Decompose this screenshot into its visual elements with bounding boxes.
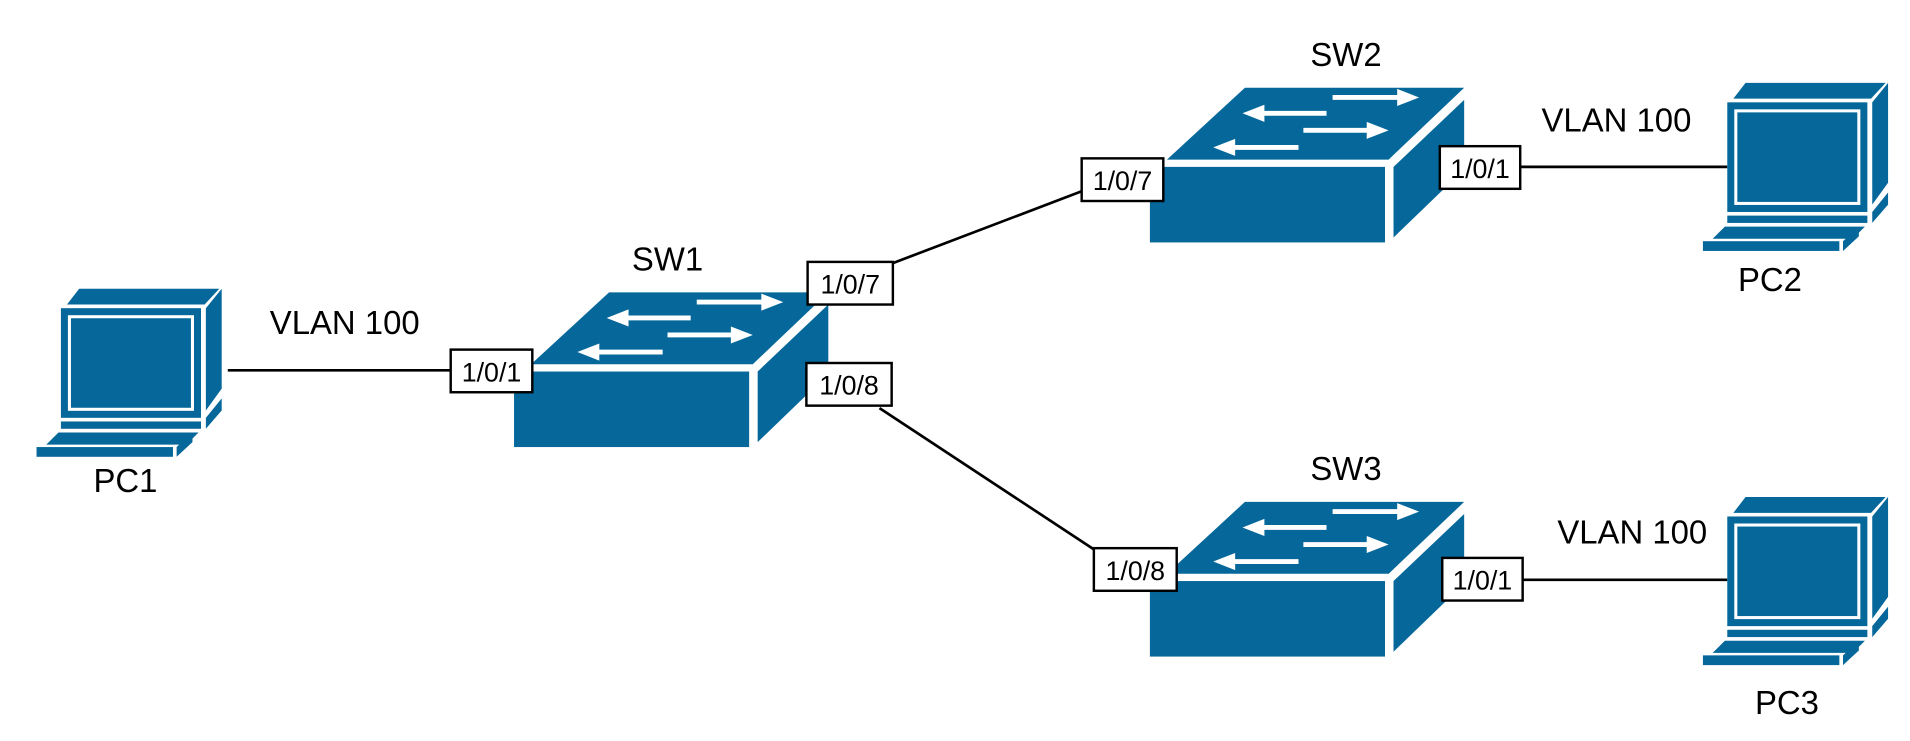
monitor-side xyxy=(1872,82,1889,205)
pc2-label: PC2 xyxy=(1738,261,1802,298)
switch-arrow-head xyxy=(1213,553,1236,571)
switch-front-face xyxy=(1149,581,1385,657)
link-sw1-sw2 xyxy=(892,190,1083,265)
port-text: 1/0/7 xyxy=(820,270,880,300)
monitor-top xyxy=(1733,497,1886,513)
port-label-sw3-p8: 1/0/8 xyxy=(1092,546,1178,593)
monitor-base xyxy=(1727,215,1868,223)
keyboard-side xyxy=(1843,226,1859,251)
monitor-side xyxy=(205,288,222,411)
keyboard-side xyxy=(176,432,193,457)
sw2-switch-icon xyxy=(1149,87,1465,243)
monitor-base-side xyxy=(1872,192,1889,223)
port-label-sw1-p1: 1/0/1 xyxy=(449,348,534,394)
monitor-bezel xyxy=(1734,523,1861,620)
keyboard-front xyxy=(36,447,173,457)
switch-arrow-head xyxy=(761,293,784,311)
port-text: 1/0/1 xyxy=(1450,154,1510,184)
switch-arrow-head xyxy=(577,343,600,361)
monitor-bezel xyxy=(67,315,194,411)
port-box xyxy=(449,348,534,394)
port-text: 1/0/7 xyxy=(1093,166,1153,196)
links xyxy=(227,165,1728,582)
monitor-base xyxy=(1727,629,1868,638)
port-text: 1/0/1 xyxy=(1453,566,1513,596)
port-text: 1/0/8 xyxy=(1105,556,1165,586)
switch-arrow-head xyxy=(1366,121,1389,139)
monitor-base-side xyxy=(205,398,222,429)
port-box xyxy=(805,361,893,407)
port-label-sw2-p1: 1/0/1 xyxy=(1438,144,1522,191)
keyboard-side xyxy=(1843,640,1859,666)
vlan-label-pc2: VLAN 100 xyxy=(1541,102,1691,139)
keyboard-front xyxy=(1702,655,1840,666)
switch-arrow-head xyxy=(1213,138,1236,156)
keyboard-top xyxy=(1712,226,1865,239)
pc1-label: PC1 xyxy=(93,462,157,499)
port-label-sw3-p1: 1/0/1 xyxy=(1441,556,1524,602)
port-box xyxy=(1438,144,1522,191)
switch-side-face xyxy=(1393,514,1465,652)
labels: PC1 PC2 PC3 SW1 SW2 SW3 VLAN 100 VLAN 10… xyxy=(93,36,1818,721)
switch-arrow-head xyxy=(1397,88,1420,106)
switch-arrow-head xyxy=(1397,503,1420,521)
keyboard-front xyxy=(1702,241,1840,251)
switch-arrow-head xyxy=(1242,518,1265,536)
switch-side-face xyxy=(1393,99,1465,238)
monitor-front xyxy=(1727,516,1868,627)
port-label-sw1-p7: 1/0/7 xyxy=(806,260,895,306)
port-text: 1/0/1 xyxy=(462,357,522,387)
switch-front-face xyxy=(514,371,750,448)
port-box xyxy=(1092,546,1178,593)
port-box xyxy=(806,260,895,306)
monitor-front xyxy=(60,308,201,418)
monitor-bezel xyxy=(1734,109,1861,205)
port-label-sw2-p7: 1/0/7 xyxy=(1080,157,1165,203)
pc3-computer-icon xyxy=(1702,497,1889,666)
link-sw1-sw3 xyxy=(878,406,1095,551)
switch-top-face xyxy=(1166,87,1465,160)
port-text: 1/0/8 xyxy=(819,371,879,401)
keyboard-top xyxy=(46,432,199,445)
pc3-label: PC3 xyxy=(1755,684,1819,721)
monitor-base xyxy=(60,421,201,429)
vlan-label-pc3: VLAN 100 xyxy=(1557,513,1707,550)
switch-arrow-head xyxy=(1366,535,1389,554)
switch-side-face xyxy=(757,304,829,443)
sw1-switch-icon xyxy=(514,292,829,448)
sw3-label: SW3 xyxy=(1310,450,1381,487)
switch-arrow-head xyxy=(606,309,629,327)
monitor-side xyxy=(1872,497,1889,619)
vlan-label-pc1: VLAN 100 xyxy=(270,304,420,341)
monitor-top xyxy=(1733,82,1886,99)
pc1-computer-icon xyxy=(36,288,222,457)
port-box xyxy=(1080,157,1165,203)
sw2-label: SW2 xyxy=(1310,36,1381,73)
monitor-front xyxy=(1727,102,1868,212)
switch-top-face xyxy=(531,292,829,365)
keyboard-top xyxy=(1712,640,1865,653)
switch-top-face xyxy=(1166,501,1465,574)
monitor-top xyxy=(66,288,220,305)
switch-arrow-head xyxy=(730,326,753,344)
switch-front-face xyxy=(1149,166,1385,243)
pc2-computer-icon xyxy=(1702,82,1889,251)
port-label-sw1-p8: 1/0/8 xyxy=(805,361,893,407)
sw3-switch-icon xyxy=(1149,501,1465,657)
sw1-label: SW1 xyxy=(632,240,703,277)
port-box xyxy=(1441,556,1524,602)
monitor-base-side xyxy=(1872,606,1889,638)
switch-arrow-head xyxy=(1242,104,1265,122)
